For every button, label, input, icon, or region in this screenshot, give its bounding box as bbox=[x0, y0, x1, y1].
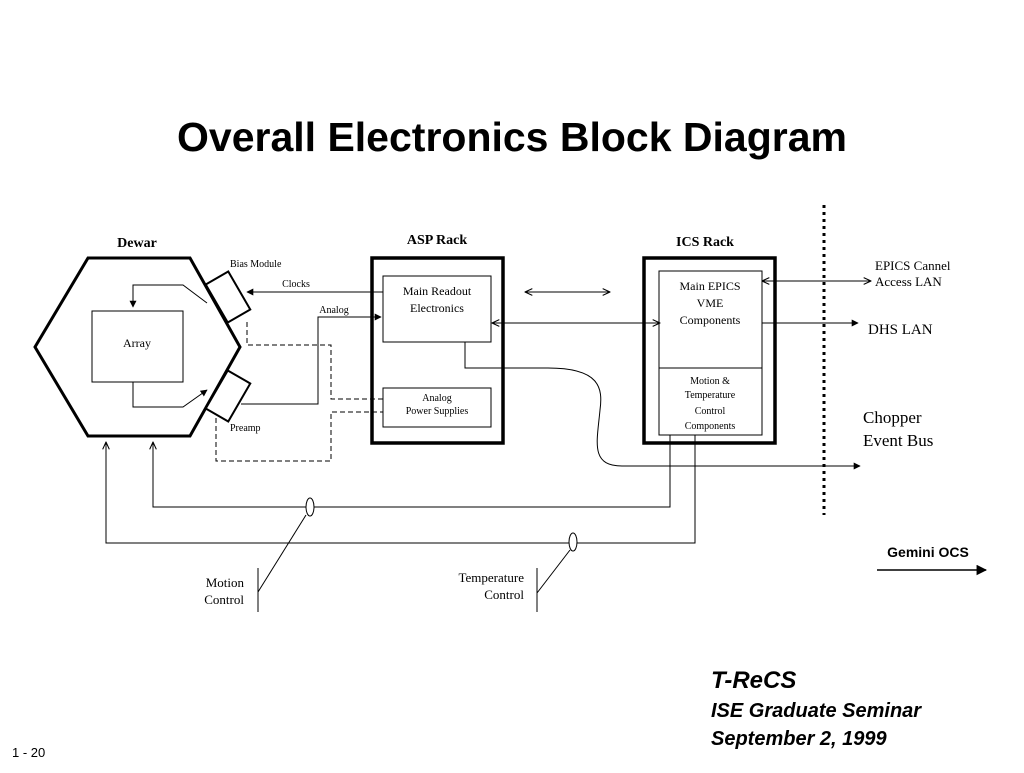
motion-cable-marker bbox=[305, 497, 315, 517]
main-readout-line2: Electronics bbox=[410, 301, 464, 315]
slide-title: Overall Electronics Block Diagram bbox=[177, 114, 847, 160]
epics-lan-line2: Access LAN bbox=[875, 274, 942, 289]
temperature-leader-line bbox=[536, 549, 571, 594]
power-dashed-line-1 bbox=[246, 322, 383, 400]
footer-date: September 2, 1999 bbox=[711, 728, 888, 750]
asp-rack-block: ASP Rack Main Readout Electronics Analog… bbox=[370, 233, 505, 445]
ics-rack-block: ICS Rack Main EPICS VME Components Motio… bbox=[642, 235, 777, 445]
motion-control-line1: Motion bbox=[206, 575, 245, 590]
dhs-lan-label: DHS LAN bbox=[868, 322, 933, 338]
motion-temp-line3: Control bbox=[695, 406, 726, 417]
chopper-line1: Chopper bbox=[863, 408, 922, 427]
main-epics-line2: VME bbox=[697, 296, 724, 310]
preamp-box bbox=[204, 369, 252, 423]
asp-rack-label: ASP Rack bbox=[407, 233, 468, 248]
temperature-loop-line bbox=[106, 435, 696, 544]
motion-leader-line bbox=[257, 514, 307, 593]
power-dashed-line-2 bbox=[215, 411, 383, 462]
bias-to-array-line bbox=[129, 284, 208, 308]
bias-module-label: Bias Module bbox=[230, 259, 282, 270]
ics-rack-frame bbox=[642, 256, 777, 445]
clocks-label: Clocks bbox=[282, 279, 310, 290]
bias-module-box bbox=[204, 270, 252, 324]
analog-label: Analog bbox=[319, 305, 348, 316]
chopper-line2: Event Bus bbox=[863, 431, 933, 450]
page-number: 1 - 20 bbox=[12, 745, 45, 760]
main-epics-line1: Main EPICS bbox=[679, 279, 740, 293]
dewar-hexagon bbox=[33, 256, 242, 438]
motion-temp-box bbox=[658, 367, 763, 436]
footer-project: T-ReCS bbox=[711, 667, 796, 694]
dewar-block: Dewar Array Bias Module Preamp bbox=[33, 236, 282, 438]
temperature-cable-marker bbox=[568, 532, 578, 552]
cable-markers bbox=[257, 497, 578, 612]
main-readout-box bbox=[382, 275, 492, 343]
temperature-control-line1: Temperature bbox=[459, 570, 525, 585]
connections bbox=[106, 281, 871, 544]
main-epics-box bbox=[658, 270, 763, 369]
preamp-label: Preamp bbox=[230, 423, 261, 434]
motion-temp-line4: Components bbox=[685, 421, 736, 432]
analog-power-line1: Analog bbox=[422, 393, 451, 404]
motion-temp-line1: Motion & bbox=[690, 376, 730, 387]
array-box bbox=[91, 310, 184, 383]
footer-event: ISE Graduate Seminar bbox=[711, 700, 922, 722]
epics-lan-line1: EPICS Cannel bbox=[875, 258, 951, 273]
ics-rack-label: ICS Rack bbox=[676, 235, 734, 250]
gemini-ocs-label: Gemini OCS bbox=[887, 544, 969, 560]
motion-control-line2: Control bbox=[204, 592, 244, 607]
temperature-control-line2: Control bbox=[484, 587, 524, 602]
array-to-preamp-line bbox=[132, 382, 208, 408]
analog-power-line2: Power Supplies bbox=[406, 406, 469, 417]
asp-rack-frame bbox=[370, 256, 505, 445]
dewar-label: Dewar bbox=[117, 236, 157, 251]
motion-loop-line bbox=[153, 435, 671, 508]
main-readout-line1: Main Readout bbox=[403, 284, 472, 298]
motion-temp-line2: Temperature bbox=[685, 390, 736, 401]
analog-power-box bbox=[382, 387, 492, 428]
main-epics-line3: Components bbox=[680, 313, 741, 327]
analog-line bbox=[241, 313, 382, 405]
chopper-bus-line bbox=[464, 342, 861, 470]
array-label: Array bbox=[123, 336, 151, 350]
